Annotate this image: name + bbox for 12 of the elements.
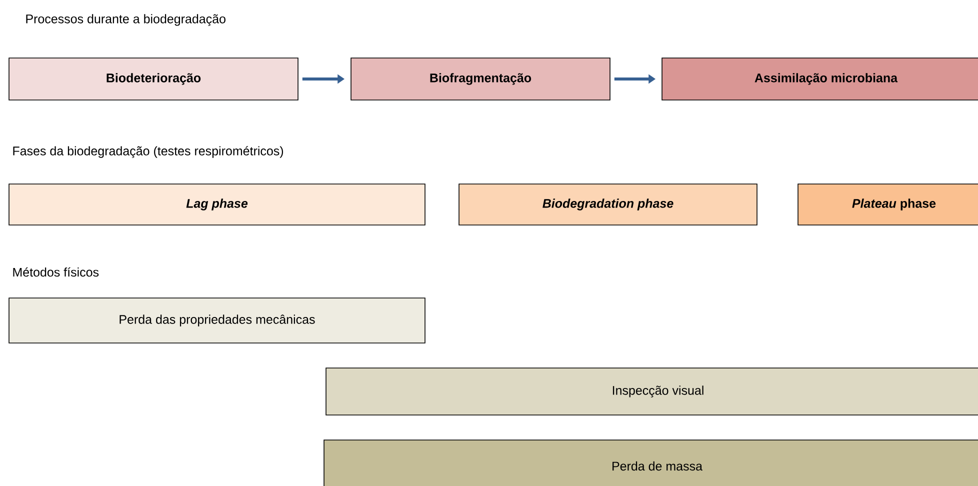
process-box: Assimilação microbiana: [662, 58, 978, 100]
process-box: Plateau phase: [798, 184, 978, 226]
process-box: Lag phase: [8, 184, 426, 226]
process-box: Perda das propriedades mecânicas: [8, 298, 426, 344]
process-box: Perda de massa: [324, 440, 978, 486]
process-box: Biodeterioração: [8, 58, 298, 100]
process-box: Biodegradation phase: [458, 184, 758, 226]
section-heading: Processos durante a biodegradação: [26, 14, 226, 26]
section-heading: Métodos físicos: [13, 267, 99, 277]
process-box: Inspecção visual: [326, 368, 978, 416]
section-heading: Fases da biodegradação (testes respirométricos): [13, 146, 284, 158]
process-box: Biofragmentação: [350, 58, 610, 100]
